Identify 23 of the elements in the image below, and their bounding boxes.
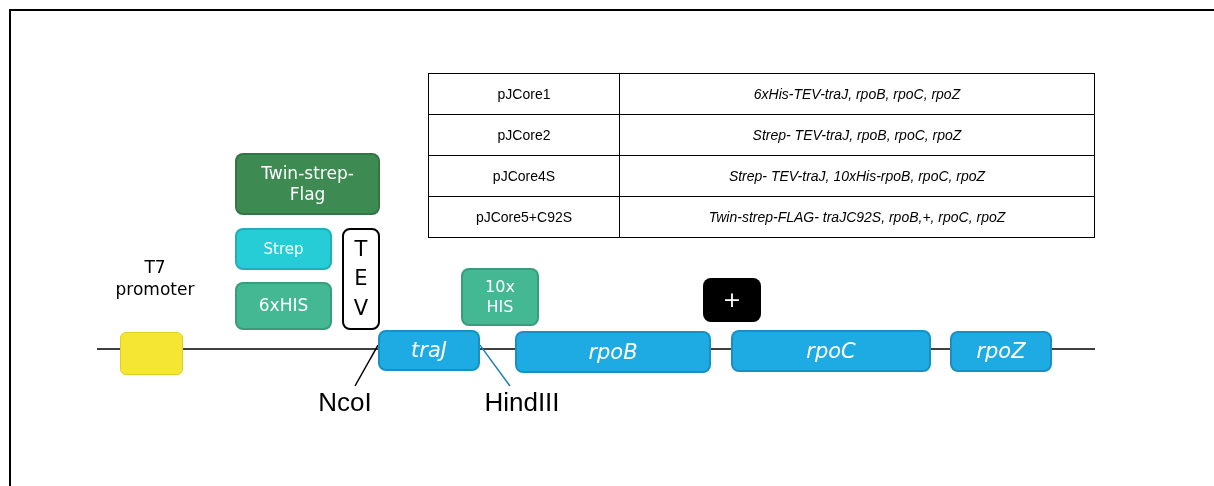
plasmid-name-cell: pJCore1 — [428, 73, 620, 115]
leader-line — [354, 344, 379, 387]
construct-description-cell: Strep- TEV-traJ, 10xHis-rpoB, rpoC, rpoZ — [619, 155, 1095, 197]
gene-box: rpoB — [515, 331, 711, 373]
plasmid-name-cell: pJCore4S — [428, 155, 620, 197]
cleavage-site-box: TEV — [342, 228, 380, 330]
construct-description-cell: 6xHis-TEV-traJ, rpoB, rpoC, rpoZ — [619, 73, 1095, 115]
construct-description-cell: Strep- TEV-traJ, rpoB, rpoC, rpoZ — [619, 114, 1095, 156]
gene-box: rpoZ — [950, 331, 1052, 372]
tag-box: Strep — [235, 228, 332, 270]
tag-box: 10x HIS — [461, 268, 539, 326]
plasmid-name-cell: pJCore5+C92S — [428, 196, 620, 238]
promoter-label: T7 promoter — [114, 256, 196, 301]
construct-description-cell: Twin-strep-FLAG- traJC92S, rpoB,+, rpoC, rpoZ — [619, 196, 1095, 238]
plasmid-name-cell: pJCore2 — [428, 114, 620, 156]
tag-box: Twin-strep-Flag — [235, 153, 380, 215]
gene-box: rpoC — [731, 330, 931, 372]
restriction-site-label: HindIII — [470, 384, 574, 420]
restriction-site-label: NcoI — [310, 384, 380, 420]
gene-box: traJ — [378, 330, 480, 371]
mutation-marker-box: + — [703, 278, 761, 322]
tag-box: 6xHIS — [235, 282, 332, 330]
leader-line — [479, 344, 511, 387]
